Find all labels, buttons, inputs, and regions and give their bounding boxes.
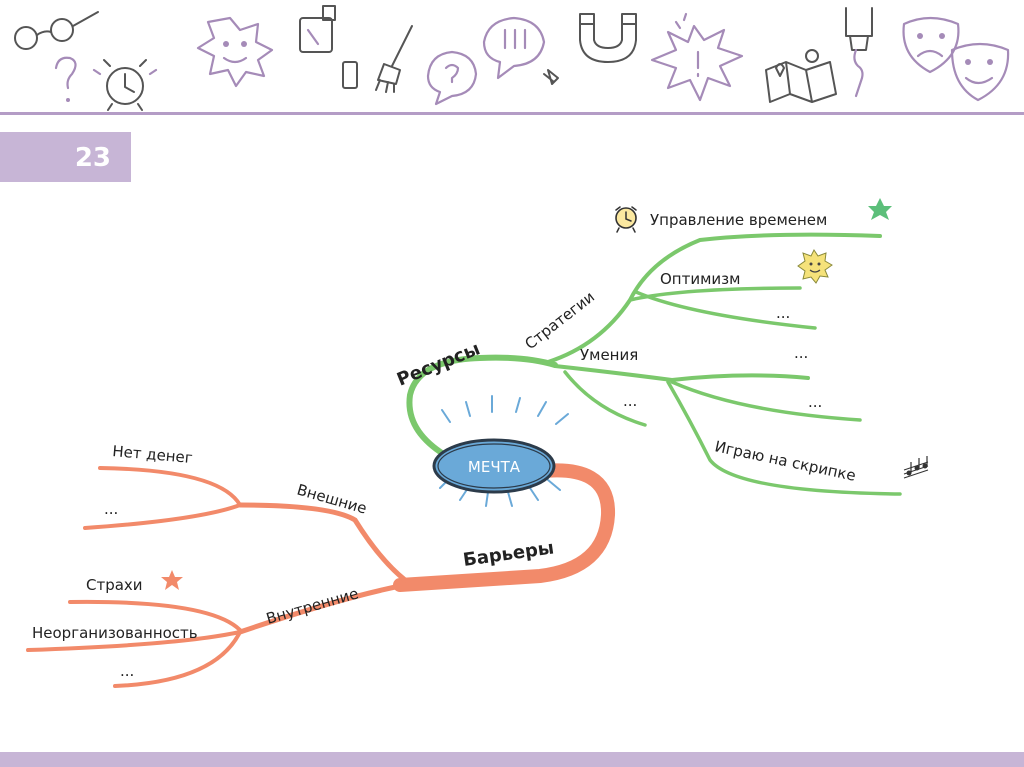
strategy-item-time: Управление временем [650, 211, 827, 229]
skill-item-more-1: ... [794, 344, 808, 362]
skill-violin-line [666, 380, 902, 496]
strategy-more-line [634, 290, 817, 330]
resources-label: Ресурсы [394, 338, 483, 390]
center-label: МЕЧТА [468, 458, 521, 476]
skills-branch [553, 364, 810, 383]
exclamation-bubble-icon [482, 16, 546, 80]
internal-item-fears: Страхи [86, 576, 143, 594]
strategy-item-more: ... [776, 304, 790, 322]
slide-number-badge: 23 [0, 132, 131, 182]
alarm-clock-icon [615, 206, 637, 233]
music-notes-icon [903, 456, 929, 479]
skill-item-violin: Играю на скрипке [713, 437, 857, 484]
theatre-masks-icon [902, 16, 1010, 102]
slide-number: 23 [74, 143, 111, 173]
strategy-item-optimism: Оптимизм [660, 270, 740, 288]
sun-face-icon [797, 249, 833, 284]
external-more-line [83, 503, 242, 530]
barriers-branch [393, 463, 616, 592]
alarm-clock-icon [92, 59, 158, 111]
internal-label: Внутренние [264, 584, 360, 628]
star-burst-icon [650, 12, 744, 102]
strategy-optimism-line [628, 286, 802, 302]
glasses-icon [14, 11, 99, 50]
footer-bar [0, 752, 1024, 767]
question-bubble-icon [426, 50, 478, 106]
external-item-money: Нет денег [112, 442, 194, 467]
magnet-icon [579, 13, 637, 63]
internal-more-line [113, 630, 242, 688]
internal-disorg-line [26, 630, 242, 652]
internal-item-more: ... [120, 662, 134, 680]
skill-item-more-2: ... [808, 393, 822, 411]
resources-more: ... [623, 392, 637, 410]
internal-fears-line [68, 599, 242, 632]
resources-more-line [563, 370, 647, 427]
external-money-line [98, 466, 242, 507]
barriers-label: Барьеры [462, 537, 556, 571]
external-item-more: ... [104, 500, 118, 518]
bottle-icon [299, 5, 358, 89]
header-doodles [0, 0, 1024, 113]
sun-face-icon [196, 16, 274, 88]
resources-branch [406, 354, 558, 458]
skills-label: Умения [580, 346, 638, 364]
external-branch [237, 502, 408, 583]
internal-item-disorg: Неорганизованность [32, 624, 198, 642]
center-node: МЕЧТА [432, 395, 569, 507]
map-icon [765, 49, 837, 103]
skill-more-line-2 [670, 380, 862, 422]
strategies-branch [546, 232, 882, 364]
test-tube-icon [845, 7, 873, 98]
question-icon [54, 56, 77, 102]
pin-icon [543, 69, 559, 85]
doodle-strip [14, 5, 1010, 111]
internal-branch [237, 582, 408, 635]
star-icon [161, 570, 183, 590]
header-divider [0, 112, 1024, 115]
brush-icon [375, 25, 413, 93]
star-icon [868, 198, 892, 220]
